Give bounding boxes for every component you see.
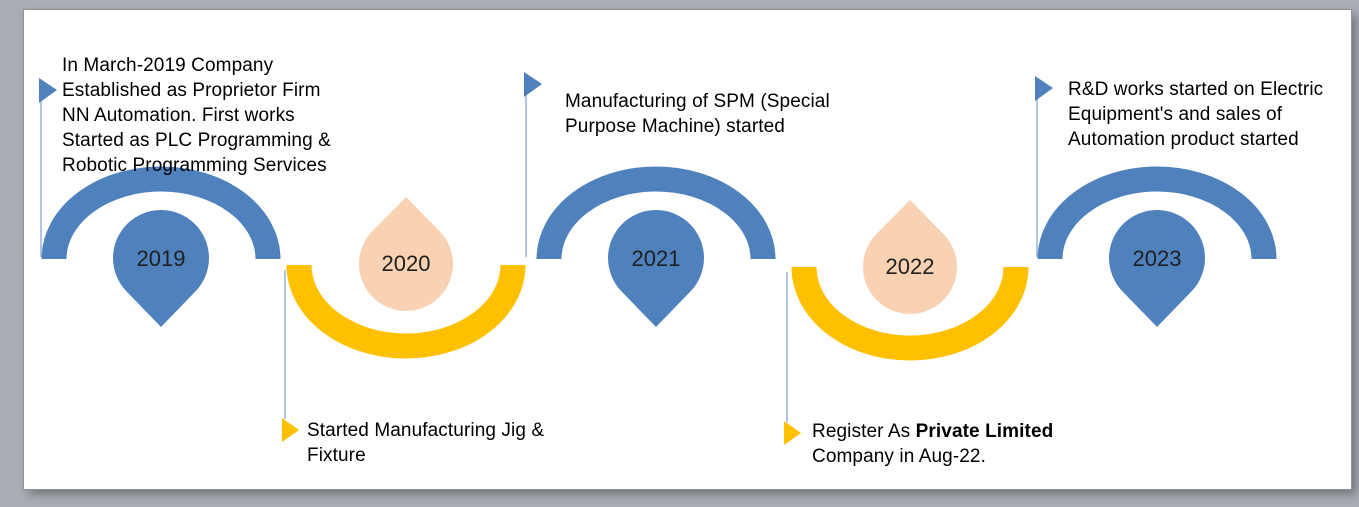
year-label: 2020 [382, 251, 431, 276]
arc-shape [1037, 166, 1277, 260]
milestone-note-2020: Started Manufacturing Jig & Fixture [307, 393, 544, 468]
arc-shape [791, 266, 1029, 361]
note-text-run: Company in Aug-22. [812, 446, 986, 467]
note-text-run: In March-2019 Company Established as Pro… [62, 55, 331, 176]
note-text-run: Manufacturing of SPM (Special Purpose Ma… [565, 91, 830, 137]
milestone-2019-group: 2019 [39, 78, 281, 327]
flag-icon [524, 72, 542, 97]
pin-shape [1109, 210, 1205, 327]
year-label: 2022 [886, 254, 935, 279]
milestone-note-2022: Register As Private Limited Company in A… [812, 394, 1053, 469]
arc-shape [41, 166, 281, 260]
flag-icon [784, 421, 801, 445]
year-label: 2023 [1133, 246, 1182, 271]
drop-shape [359, 197, 453, 311]
pin-shape [113, 210, 210, 327]
note-text-run-bold: Private Limited [915, 421, 1054, 442]
note-text-run: R&D works started on Electric Equipment'… [1068, 79, 1324, 150]
milestone-note-2021: Manufacturing of SPM (Special Purpose Ma… [565, 64, 830, 139]
milestone-2022-group: 2022 [784, 200, 1029, 445]
year-label: 2019 [137, 246, 186, 271]
arc-shape [286, 264, 526, 359]
milestone-note-2019: In March-2019 Company Established as Pro… [62, 28, 331, 178]
milestone-2020-group: 2020 [282, 197, 526, 442]
milestone-2021-group: 2021 [524, 72, 776, 327]
drop-shape [863, 200, 957, 314]
pin-shape [607, 210, 704, 327]
year-label: 2021 [632, 246, 681, 271]
flag-icon [1035, 76, 1053, 101]
flag-icon [39, 78, 57, 103]
arc-shape [536, 166, 776, 260]
note-text-run: Started Manufacturing Jig & Fixture [307, 420, 545, 466]
flag-icon [282, 418, 299, 442]
note-text-run: Register As [812, 421, 916, 442]
milestone-2023-group: 2023 [1035, 76, 1277, 327]
milestone-note-2023: R&D works started on Electric Equipment'… [1068, 52, 1323, 152]
